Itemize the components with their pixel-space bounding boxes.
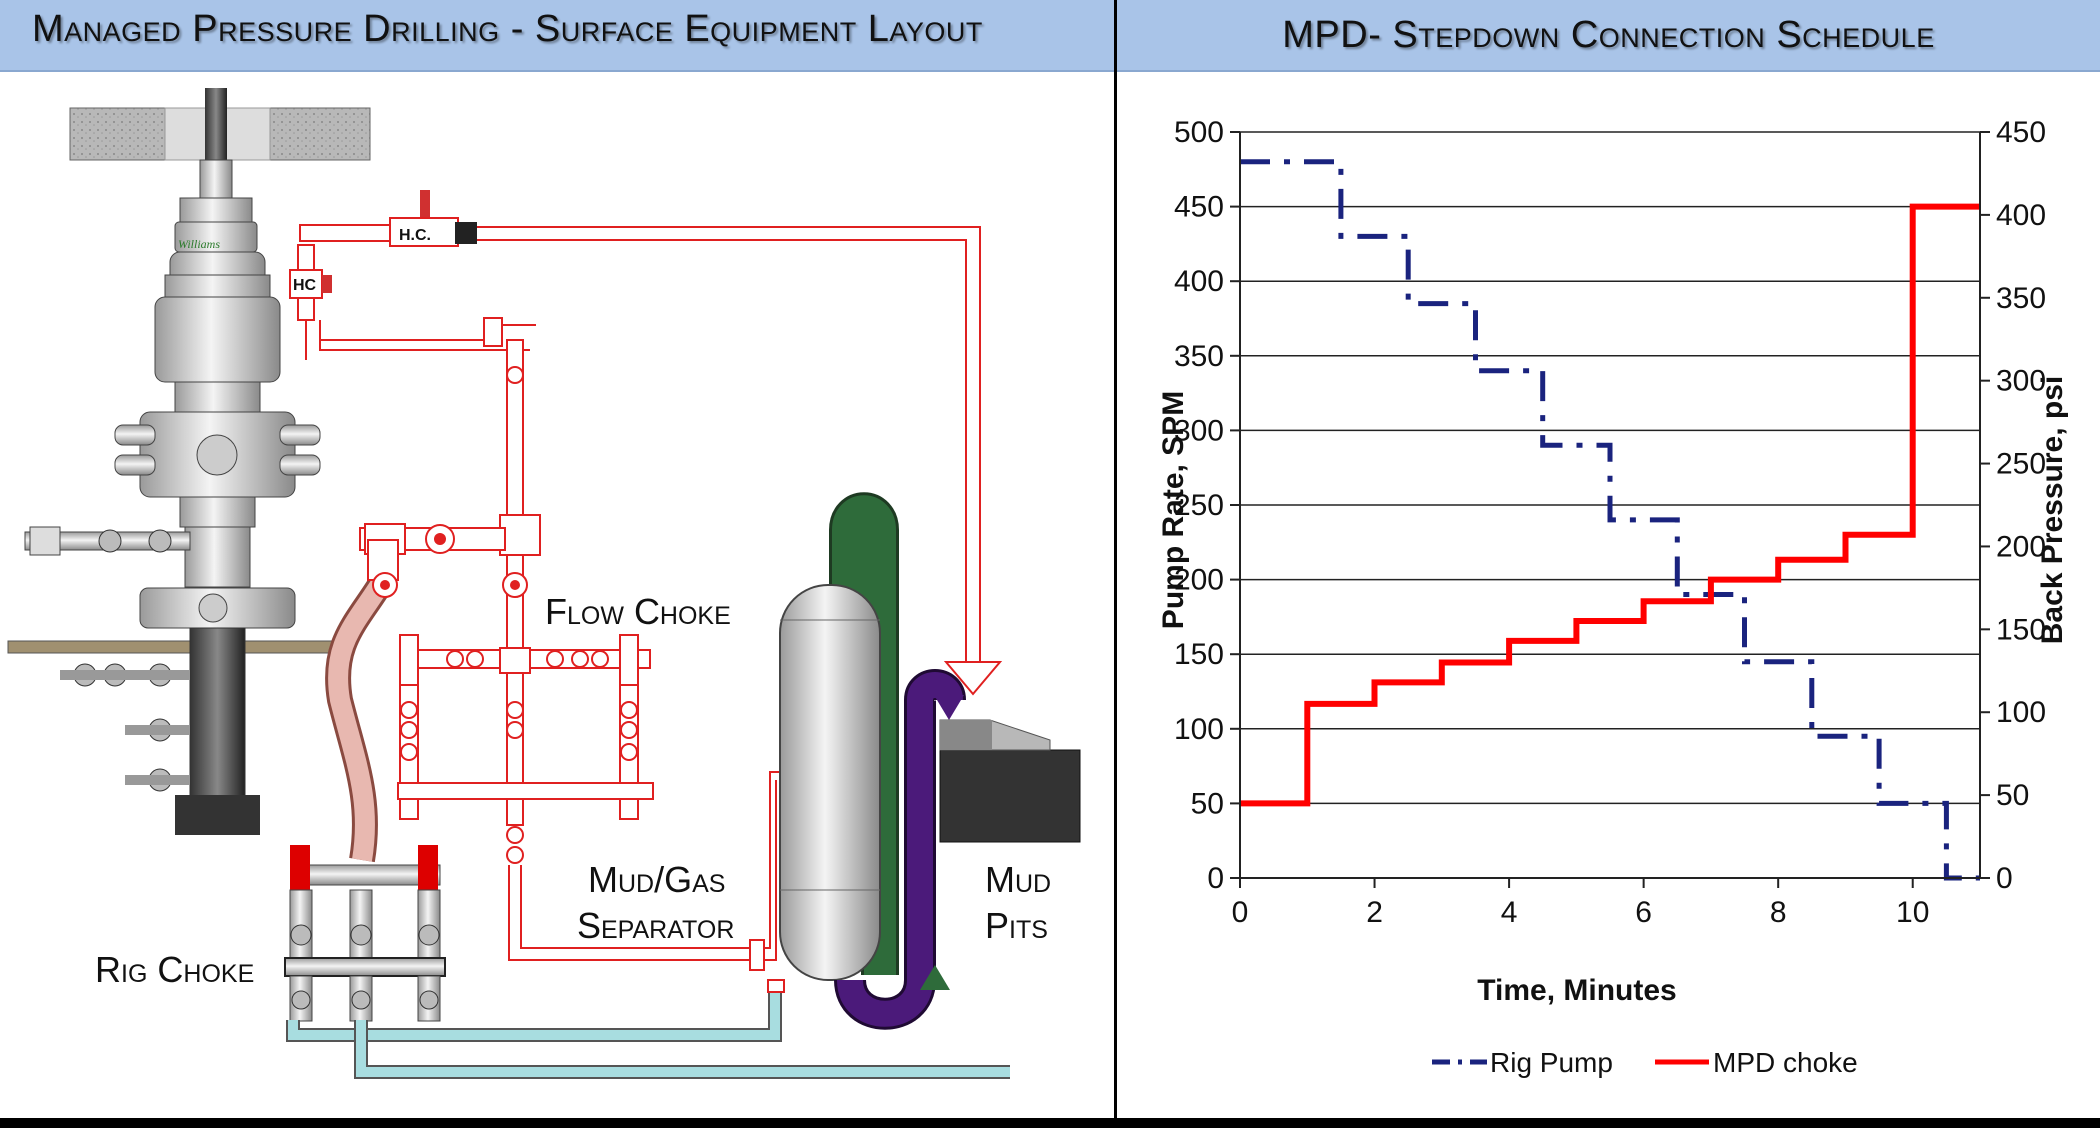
x-tick-label-2: 2 (1366, 896, 1383, 929)
grid-layer (1240, 131, 1980, 879)
flow-choke-label: Flow Choke (545, 591, 731, 632)
y-tick-label-300: 300 (1174, 414, 1224, 447)
mud-pits (939, 719, 1081, 843)
y2-tick-label-350: 350 (1996, 282, 2046, 315)
x-tick-label-10: 10 (1896, 896, 1929, 929)
y2-tick-label-50: 50 (1996, 779, 2029, 812)
mud-gas-separator (779, 492, 966, 1030)
chart-legend: Rig Pump MPD choke (1432, 1047, 1858, 1078)
stepdown-chart: 0501001502002503003504004505000501001502… (1157, 116, 2069, 1078)
y2-tick-label-400: 400 (1996, 199, 2046, 232)
y2-tick-label-250: 250 (1996, 448, 2046, 481)
right-title: MPD- Stepdown Connection Schedule (1282, 14, 1935, 56)
y-tick-label-100: 100 (1174, 713, 1224, 746)
series-mpd-choke (1240, 203, 1980, 807)
left-title: Managed Pressure Drilling - Surface Equi… (32, 8, 983, 50)
y-tick-label-0: 0 (1207, 862, 1224, 895)
surface-equipment-diagram: Williams (7, 88, 1081, 1079)
x-tick-label-8: 8 (1770, 896, 1787, 929)
surface-equipment-panel: Managed Pressure Drilling - Surface Equi… (0, 0, 1114, 1118)
hc-label-1: H.C. (399, 227, 431, 244)
axis-layer: 0501001502002503003504004505000501001502… (1174, 116, 2046, 929)
y-tick-label-200: 200 (1174, 564, 1224, 597)
y2-tick-label-450: 450 (1996, 116, 2046, 149)
mud-gas-label-line2: Separator (577, 905, 735, 946)
mud-pits-label-line2: Pits (985, 905, 1048, 946)
series-layer (1240, 159, 1980, 881)
y-tick-label-150: 150 (1174, 638, 1224, 671)
williams-logo: Williams (178, 237, 220, 251)
mud-gas-label-line1: Mud/Gas (588, 859, 726, 900)
y-tick-label-250: 250 (1174, 489, 1224, 522)
x-tick-label-4: 4 (1501, 896, 1518, 929)
left-title-bar: Managed Pressure Drilling - Surface Equi… (0, 0, 1114, 72)
y2-axis-title: Back Pressure, psi (2036, 376, 2069, 645)
rig-choke-label: Rig Choke (95, 949, 255, 990)
y2-tick-label-150: 150 (1996, 613, 2046, 646)
x-axis-title: Time, Minutes (1477, 974, 1676, 1007)
y-tick-label-500: 500 (1174, 116, 1224, 149)
y-tick-label-50: 50 (1191, 787, 1224, 820)
legend-rig-pump-label: Rig Pump (1490, 1047, 1613, 1078)
flow-line: H.C. HC (289, 190, 1003, 696)
legend-mpd-choke-label: MPD choke (1713, 1047, 1858, 1078)
y-tick-label-400: 400 (1174, 265, 1224, 298)
bop-stack: Williams (114, 159, 321, 835)
side-valves (60, 663, 190, 792)
kill-line-valves (24, 526, 191, 556)
y2-tick-label-0: 0 (1996, 862, 2013, 895)
hc-label-2: HC (293, 277, 317, 294)
flow-choke-manifold (397, 554, 780, 971)
x-tick-label-6: 6 (1635, 896, 1652, 929)
return-lines (286, 979, 1010, 1079)
x-tick-label-0: 0 (1232, 896, 1249, 929)
y-axis-title: Pump Rate, SPM (1157, 391, 1190, 629)
series-rig-pump (1240, 159, 1980, 881)
y-tick-label-350: 350 (1174, 340, 1224, 373)
y2-tick-label-100: 100 (1996, 696, 2046, 729)
y-tick-label-450: 450 (1174, 191, 1224, 224)
y2-tick-label-300: 300 (1996, 365, 2046, 398)
rig-choke-manifold (284, 845, 446, 1022)
y2-tick-label-200: 200 (1996, 530, 2046, 563)
right-title-bar: MPD- Stepdown Connection Schedule (1117, 0, 2100, 72)
mud-pits-label-line1: Mud (985, 859, 1052, 900)
ground-level (7, 640, 339, 654)
